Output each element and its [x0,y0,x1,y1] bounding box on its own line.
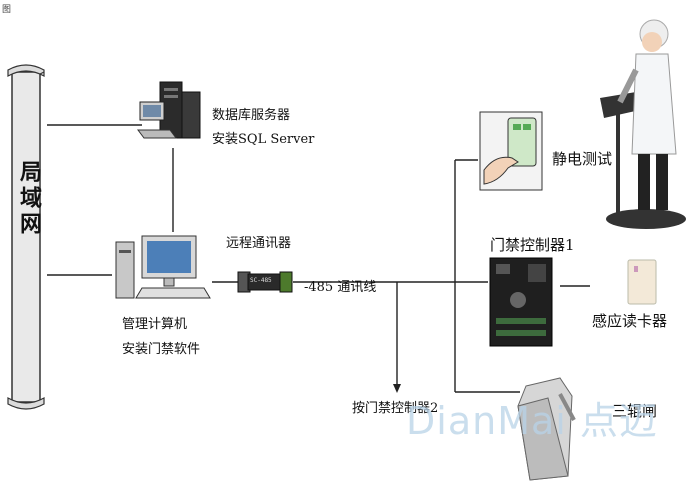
turnstile-icon [517,377,576,481]
watermark-text: DianMai 点迈 [406,399,658,443]
lan-scroll [7,64,45,410]
arrow-down-icon [393,384,401,393]
management-computer-icon [115,235,211,299]
rs485-line-label: -485 通讯线 [304,280,377,295]
mgmt-pc-title: 管理计算机 [122,317,188,332]
static-test-label: 静电测试 [552,150,613,168]
turnstile-label: 三辊闸 [612,402,658,420]
card-reader-label: 感应读卡器 [592,312,668,330]
static-tester-icon [479,111,543,191]
rs485-converter-icon [237,271,293,293]
worker-static-station-icon [600,19,686,229]
db-server-title: 数据库服务器 [212,108,291,123]
database-server-icon [137,81,201,139]
access-controller-1-icon [489,257,553,347]
access-controller-1-label: 门禁控制器1 [490,236,575,254]
mgmt-pc-subtitle: 安装门禁软件 [122,342,201,357]
remote-communicator-label: 远程通讯器 [226,236,292,251]
corner-text: 图 [2,5,12,15]
lan-label: 局域网 [16,160,42,238]
access-controller-2-label: 按门禁控制器2 [352,401,439,416]
converter-model-text: SC-485 [250,277,272,284]
card-reader-icon [627,259,657,305]
db-server-subtitle: 安装SQL Server [212,132,315,147]
